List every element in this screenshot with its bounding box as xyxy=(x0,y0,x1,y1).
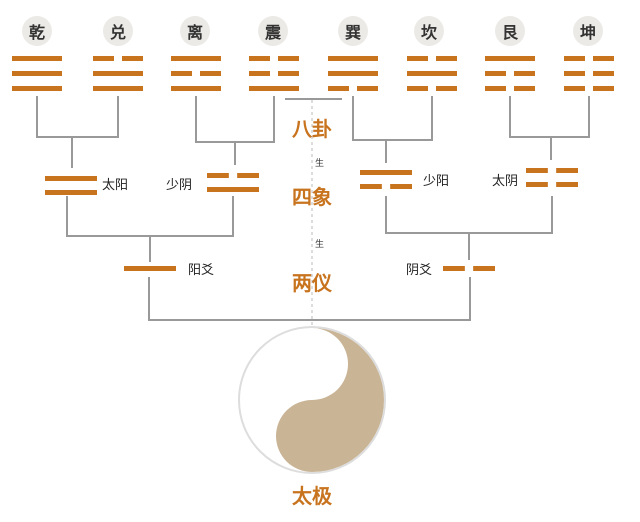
trigram-name-li: 离 xyxy=(180,16,210,46)
sixiang-0-yang-line xyxy=(45,190,97,195)
trigram-4-yang-line xyxy=(328,56,378,61)
connector-line xyxy=(66,196,234,237)
trigram-6-yin-line-left xyxy=(485,71,506,76)
sixiang-3-yin-line-right xyxy=(556,168,578,173)
trigram-6-yin-line-right xyxy=(514,86,535,91)
trigram-7-yin-line-left xyxy=(564,56,585,61)
level-title-taiji: 太极 xyxy=(292,484,332,508)
sixiang-1-yang-line xyxy=(207,187,259,192)
trigram-6-yang-line xyxy=(485,56,535,61)
trigram-name-kan: 坎 xyxy=(414,16,444,46)
sixiang-1-yin-line-right xyxy=(237,173,259,178)
connector-line xyxy=(385,196,553,234)
taiji-dark-dot xyxy=(303,427,321,445)
sixiang-2-yin-line-right xyxy=(390,184,412,189)
sheng-label-upper: 生 xyxy=(315,159,325,169)
sixiang-2-yang-line xyxy=(360,170,412,175)
connector-line xyxy=(195,96,275,143)
sixiang-3-yin-line-left xyxy=(526,168,548,173)
trigram-1-yang-line xyxy=(93,71,143,76)
trigram-7-yin-line-right xyxy=(593,86,614,91)
trigram-2-yang-line xyxy=(171,86,221,91)
trigram-7-yin-line-left xyxy=(564,71,585,76)
sixiang-label-shaoyang: 少阳 xyxy=(423,174,450,189)
trigram-7-yin-line-right xyxy=(593,71,614,76)
trigram-5-yin-line-right xyxy=(436,56,457,61)
connector-line xyxy=(148,277,471,321)
trigram-5-yin-line-left xyxy=(407,56,428,61)
trigram-1-yin-line-left xyxy=(93,56,114,61)
trigram-2-yin-line-right xyxy=(200,71,221,76)
trigram-name-qian: 乾 xyxy=(22,16,52,46)
sixiang-label-shaoyin: 少阴 xyxy=(166,178,193,193)
trigram-7-yin-line-left xyxy=(564,86,585,91)
level-title-bagua: 八卦 xyxy=(292,117,332,141)
sheng-label-lower: 生 xyxy=(315,240,325,250)
trigram-5-yang-line xyxy=(407,71,457,76)
trigram-name-gen: 艮 xyxy=(495,16,525,46)
trigram-4-yin-line-right xyxy=(357,86,378,91)
connector-line xyxy=(509,96,590,138)
trigram-0-yang-line xyxy=(12,86,62,91)
trigram-4-yang-line xyxy=(328,71,378,76)
trigram-4-yin-line-left xyxy=(328,86,349,91)
trigram-5-yin-line-left xyxy=(407,86,428,91)
trigram-0-yang-line xyxy=(12,56,62,61)
sixiang-1-yin-line-left xyxy=(207,173,229,178)
connector-line xyxy=(36,96,119,138)
trigram-name-zhen: 震 xyxy=(258,16,288,46)
trigram-1-yang-line xyxy=(93,86,143,91)
trigram-7-yin-line-right xyxy=(593,56,614,61)
trigram-3-yang-line xyxy=(249,86,299,91)
trigram-0-yang-line xyxy=(12,71,62,76)
trigram-1-yin-line-right xyxy=(122,56,143,61)
trigram-6-yin-line-right xyxy=(514,71,535,76)
liangyi-label-yin: 阴爻 xyxy=(406,263,433,278)
trigram-3-yin-line-left xyxy=(249,71,270,76)
connector-line xyxy=(352,96,433,141)
trigram-3-yin-line-right xyxy=(278,56,299,61)
trigram-3-yin-line-left xyxy=(249,56,270,61)
liangyi-1-yin-line-right xyxy=(473,266,495,271)
trigram-5-yin-line-right xyxy=(436,86,457,91)
level-title-sixiang: 四象 xyxy=(292,185,332,209)
sixiang-3-yin-line-left xyxy=(526,182,548,187)
liangyi-label-yang: 阳爻 xyxy=(188,263,215,278)
sixiang-2-yin-line-left xyxy=(360,184,382,189)
trigram-6-yin-line-left xyxy=(485,86,506,91)
sixiang-label-taiyang: 太阳 xyxy=(102,178,129,193)
taiji-light-dot xyxy=(303,355,321,373)
trigram-name-dui: 兑 xyxy=(103,16,133,46)
trigram-2-yang-line xyxy=(171,56,221,61)
trigram-3-yin-line-right xyxy=(278,71,299,76)
liangyi-0-yang-line xyxy=(124,266,176,271)
trigram-name-kun: 坤 xyxy=(573,16,603,46)
level-title-liangyi: 两仪 xyxy=(292,271,332,295)
trigram-2-yin-line-left xyxy=(171,71,192,76)
trigram-name-xun: 巽 xyxy=(338,16,368,46)
liangyi-1-yin-line-left xyxy=(443,266,465,271)
sixiang-0-yang-line xyxy=(45,176,97,181)
sixiang-label-taiyin: 太阴 xyxy=(492,174,519,189)
sixiang-3-yin-line-right xyxy=(556,182,578,187)
